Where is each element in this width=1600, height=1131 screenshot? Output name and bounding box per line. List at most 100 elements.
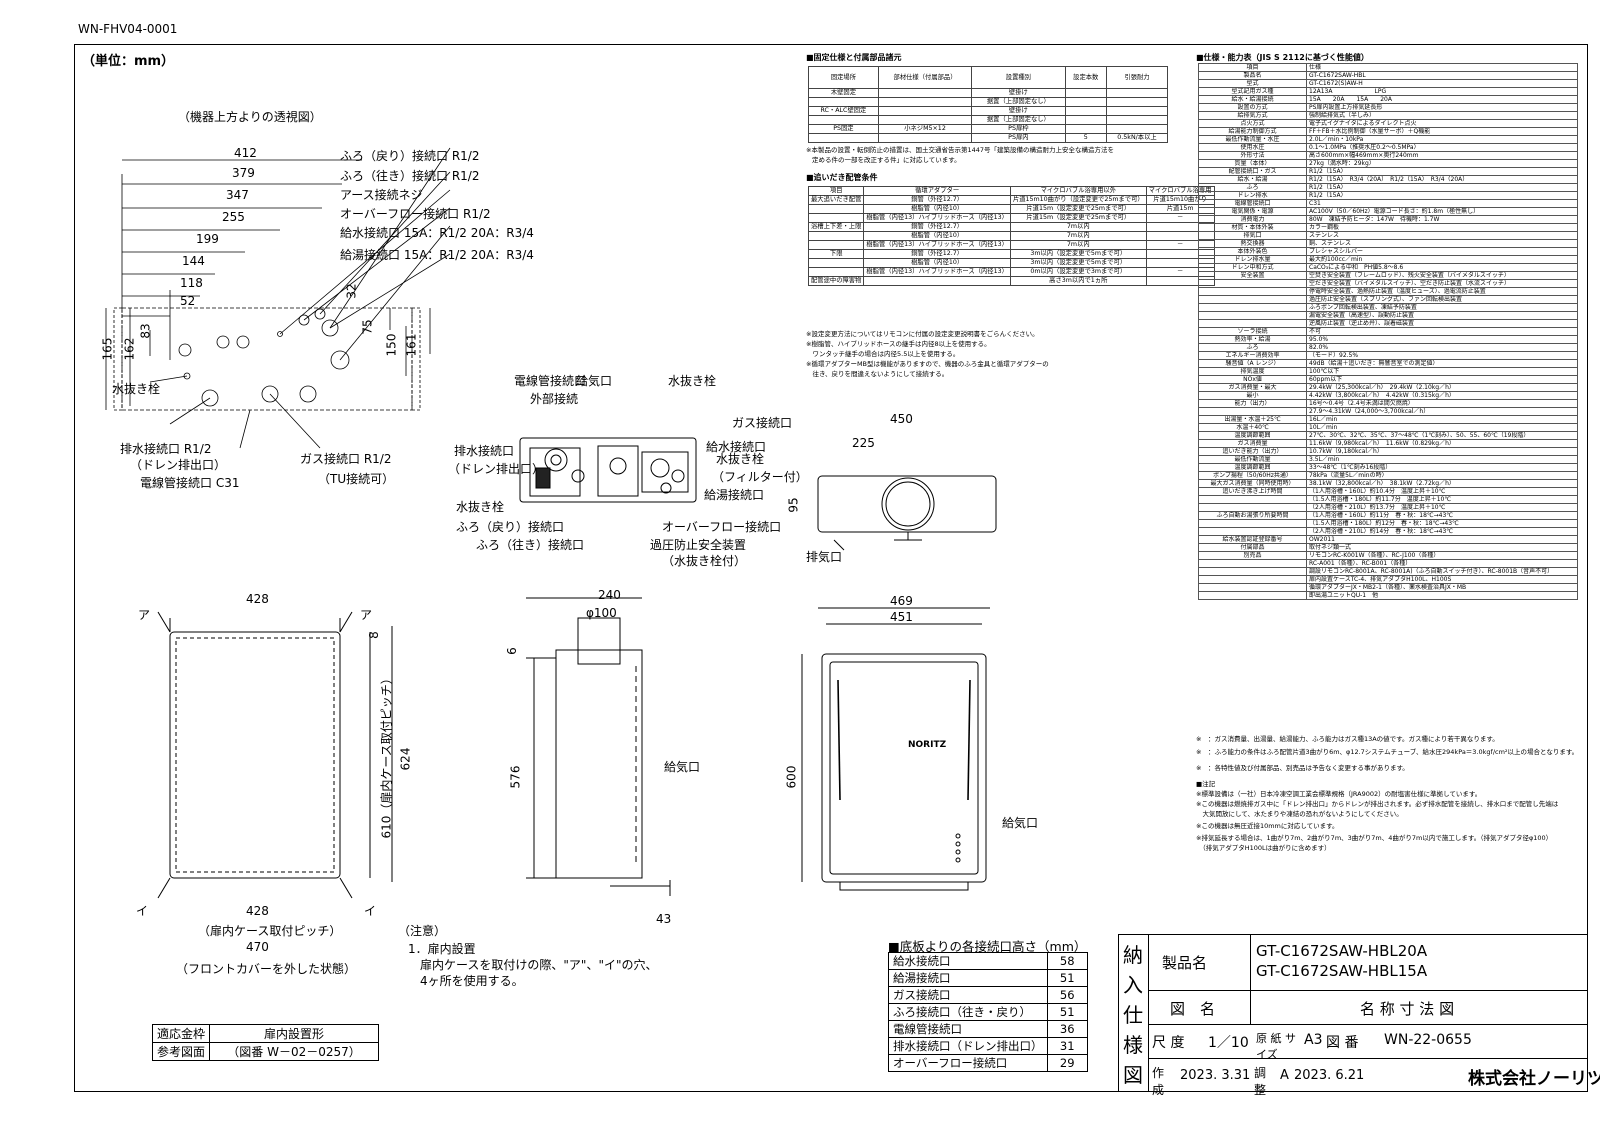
number-label: 図 番: [1326, 1035, 1359, 1051]
fixing-cell: [877, 97, 973, 107]
spec-key: 別売品: [1198, 551, 1307, 560]
label-front-cover: （フロントカバーを外した状態）: [176, 962, 357, 976]
label-relief-plug-front: （水抜き栓付）: [662, 554, 747, 568]
piping-head: 循環アダプター: [863, 186, 1011, 196]
piping-cell: 最大追いだき配管: [807, 195, 865, 205]
spec-row: 即出湯ユニットQU-1 他: [1198, 591, 1578, 600]
label-drain-out-front: （ドレン排出口）: [448, 462, 545, 476]
spec-key: [1198, 567, 1307, 576]
spec-value: GT-C1672SAW-HBL: [1306, 71, 1578, 80]
height-row-value: 51: [1046, 969, 1088, 987]
company-name: 株式会社ノーリツ: [1468, 1069, 1600, 1089]
spec-value: リモコンRC-K001W（各種）、RC-J100（各種）: [1306, 551, 1578, 560]
dim-162: 162: [122, 337, 137, 361]
dim-428-top: 428: [246, 592, 269, 606]
dim-600: 600: [784, 765, 799, 789]
spec-value: （2人用浴槽・210L）約13.7分 温度上昇＋10℃: [1306, 503, 1578, 512]
spec-key: ソーラ接続: [1198, 327, 1307, 336]
spec-row: 調設リモコンRC-8001A、RC-8001A)（ふろ自動スイッチ付き）、RC-…: [1198, 567, 1578, 576]
spec-row: 安全装置空焚き安全装置（フレームロッド）、残火安全装置（バイメタルスイッチ）: [1198, 271, 1578, 280]
height-row-label: 電線管接続口: [888, 1020, 1048, 1038]
piping-note-4: ※循環アダプターMB型は機能がありますので、機器のふろ金具と循環アダプターの: [806, 360, 1049, 368]
fixing-cell: [1064, 97, 1107, 107]
title-block-side: 納 入 仕 様 図: [1118, 940, 1148, 1090]
spec-value: 過圧防止安全装置（スプリング式）、ファン回転検出装置: [1306, 295, 1578, 304]
label-drain-plug: 水抜き栓: [112, 382, 161, 396]
spec-key: 追いだき沸き上げ時間: [1198, 487, 1307, 496]
fixing-note-1: ※本製品の設置・転倒防止の措置は、国土交通省告示第1447号「建築設備の構造耐力…: [806, 146, 1114, 154]
spec-key: 熱交換器: [1198, 239, 1307, 248]
spec-key: 給水・給湯: [1198, 175, 1307, 184]
spec-title: ■仕様・能力表（JIS S 2112に基づく性能値）: [1196, 53, 1369, 62]
spec-value: ステンレス: [1306, 231, 1578, 240]
spec-value: RC-A001（各種）、RC-B001（各種）: [1306, 559, 1578, 568]
piping-cell: 樹脂管（内径13）ハイブリッドホース（内径13）: [863, 267, 1011, 277]
spec-key: 熱効率・給湯: [1198, 335, 1307, 344]
dim-428-bottom: 428: [246, 904, 269, 918]
height-row-value: 36: [1046, 1020, 1088, 1038]
fixing-cell: [877, 88, 973, 98]
spec-value: R1/2（15A）: [1306, 191, 1578, 200]
made-date: 2023. 3.31: [1180, 1068, 1251, 1083]
spec-key: [1198, 303, 1307, 312]
tb-line: [1148, 990, 1588, 991]
piping-cell: 樹脂管（内径10）: [863, 231, 1011, 241]
spec-row: 循環アダプターJX・MB2-1（各種）、薬水検査治具JX・MB: [1198, 583, 1578, 592]
label-furo-return-front: ふろ（戻り）接続口: [456, 520, 565, 534]
height-row-value: 29: [1046, 1054, 1088, 1072]
spec-key: 材質・本体外装: [1198, 223, 1307, 232]
spec-value: 仕様: [1306, 63, 1578, 72]
noritz-logo: NORITZ: [908, 740, 947, 750]
case-view-drawing: [157, 611, 393, 899]
label-air-inlet-front: 給気口: [576, 374, 613, 388]
height-row-label: 排水接続口（ドレン排出口）: [888, 1037, 1048, 1055]
spec-value: 空だき安全装置（バイメタルスイッチ）、空だき防止装置（水流スイッチ）: [1306, 279, 1578, 288]
spec-value: 4.42kW（3,800kcal／h） 4.42kW（0.315kg／h）: [1306, 391, 1578, 400]
fixing-cell: 0.5kN/本以上: [1105, 133, 1169, 143]
piping-note-5: 往き、戻りを間違えないようにして接続する。: [806, 370, 949, 378]
spec-value: 空焚き安全装置（フレームロッド）、残火安全装置（バイメタルスイッチ）: [1306, 271, 1578, 280]
heights-title: ■底板よりの各接続口高さ（mm）: [888, 939, 1087, 954]
mark-a-right: ア: [360, 608, 373, 622]
piping-cell: [807, 267, 865, 277]
spec-key: 電線管接続口: [1198, 199, 1307, 208]
spec-key: 設置の方式: [1198, 103, 1307, 112]
spec-note-2: ※この機器は燃焼排ガス中に「ドレン排出口」からドレンが排出されます。必ず排水配管…: [1196, 800, 1559, 808]
spec-key: 項目: [1198, 63, 1307, 72]
spec-row: 扉内設置ケースTC-4、排気アダプタH100L、H100S: [1198, 575, 1578, 584]
piping-cell: 樹脂管（内径13）ハイブリッドホース（内径13）: [863, 213, 1011, 223]
piping-head: 項目: [807, 186, 865, 196]
product-name-2: GT-C1672SAW-HBL15A: [1256, 962, 1428, 980]
document-code: WN-FHV04-0001: [78, 22, 178, 36]
fixing-table: 固定場所部材仕様（付属部品）設置種別設定本数引張耐力 木壁固定壁掛け 据置（上部…: [808, 66, 1169, 143]
piping-cell: [807, 258, 865, 268]
spec-row: 項目仕様: [1198, 63, 1578, 72]
spec-key: [1198, 311, 1307, 320]
spec-value: 100℃以下: [1306, 367, 1578, 376]
spec-key: [1198, 279, 1307, 288]
notes-line-2: 扉内ケースを取付けの際、"ア"、"イ"の穴、: [420, 958, 658, 972]
spec-key: ドレン排水量: [1198, 255, 1307, 264]
spec-value: 80W 凍結予防ヒータ：147W 待機時：1.7W: [1306, 215, 1578, 224]
spec-value: 16号～0.4号（2.4号未満は間欠燃焼）: [1306, 399, 1578, 408]
side-char: 図: [1123, 1063, 1143, 1087]
fixing-cell: [808, 97, 879, 107]
piping-cell: 7m以内: [1009, 222, 1147, 232]
fixing-cell: [1105, 124, 1169, 134]
spec-value: （1.5人用浴槽・180L）約11.7分 温度上昇＋10℃: [1306, 495, 1578, 504]
spec-key: ドレン排水: [1198, 191, 1307, 200]
spec-key: 配管接続口・ガス: [1198, 167, 1307, 176]
spec-value: 不可: [1306, 327, 1578, 336]
spec-key: ドレン中和方式: [1198, 263, 1307, 272]
piping-cell: 樹脂管（内径13）ハイブリッドホース（内径13）: [863, 240, 1011, 250]
